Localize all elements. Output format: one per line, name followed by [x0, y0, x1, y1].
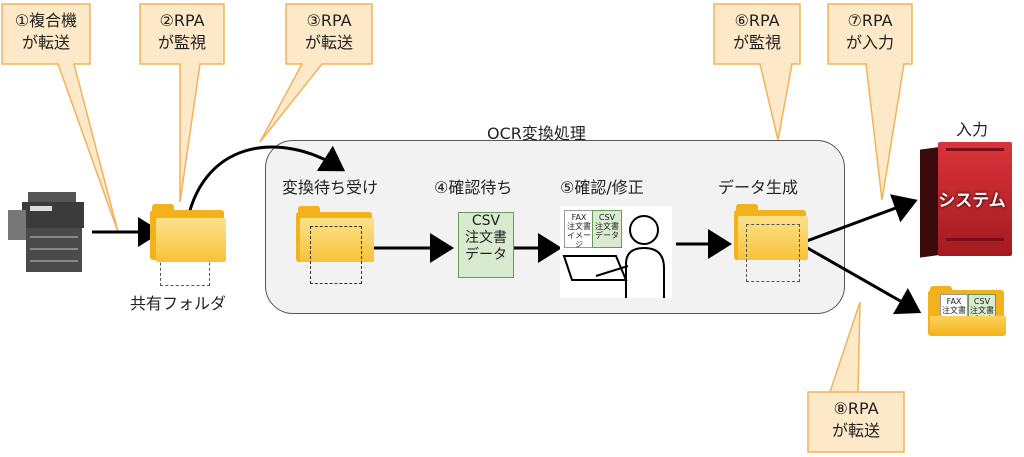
callout-shape [259, 3, 373, 143]
arrow-folder-to-ocr [184, 145, 346, 229]
callout-shape [1, 3, 119, 233]
data-gen-label: データ生成 [718, 178, 799, 197]
confirm-wait-label: ④確認待ち [434, 178, 513, 197]
fax-image-doc: FAX 注文書 イメージ [564, 210, 594, 249]
input-label: 入力 [956, 120, 989, 139]
callout-1: ①複合機が転送 [14, 11, 78, 52]
arrow-to-system [803, 194, 918, 244]
ocr-group-title: OCR変換処理 [487, 124, 586, 143]
callout-shape [827, 3, 913, 201]
callout-shape [139, 3, 225, 203]
output-folder-icon: FAX 注文書 イメージ CSV 注文書 データ [928, 286, 1008, 338]
system-server-icon: システム [920, 138, 1016, 258]
shared-folder-icon [150, 200, 230, 290]
shared-folder-label: 共有フォルダ [130, 294, 227, 313]
arrow-to-output-folder [803, 244, 922, 315]
csv-order-data-doc: CSV 注文書 データ [458, 212, 514, 278]
convert-wait-label: 変換待ち受け [282, 178, 379, 197]
convert-wait-folder-icon [296, 204, 378, 290]
callout-shape [713, 3, 801, 141]
system-label: システム [938, 191, 1006, 211]
data-gen-folder-icon [734, 202, 814, 284]
csv-data-doc: CSV 注文書 データ [592, 210, 622, 248]
callout-shape [807, 301, 905, 453]
printer-icon [8, 188, 94, 276]
confirm-edit-label: ⑤確認/修正 [560, 178, 644, 197]
person-at-pc-icon: FAX 注文書 イメージ CSV 注文書 データ [560, 206, 672, 298]
